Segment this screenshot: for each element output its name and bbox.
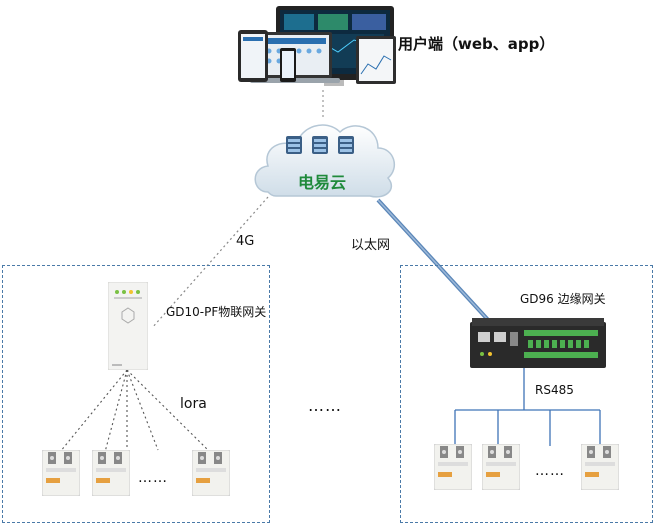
meter-icon	[481, 443, 521, 491]
right-device-ellipsis: ……	[535, 463, 565, 479]
user-end-label: 用户端（web、app）	[398, 35, 555, 53]
4g-link-label: 4G	[236, 234, 255, 249]
4g-link	[151, 196, 269, 329]
lora-label: lora	[180, 396, 207, 412]
middle-ellipsis: ……	[308, 396, 342, 415]
cloud	[248, 112, 400, 202]
meter-icon	[433, 443, 473, 491]
meter-icon	[191, 449, 231, 497]
gd96-gateway	[470, 318, 606, 370]
meter-left-3	[191, 449, 231, 500]
left-device-ellipsis: ……	[138, 470, 168, 486]
meter-icon	[41, 449, 81, 497]
meter-right-1	[433, 443, 473, 494]
server-icons	[286, 136, 354, 154]
meter-right-2	[481, 443, 521, 494]
lora-links	[59, 369, 211, 453]
cloud-label: 电易云	[298, 173, 347, 192]
cloud-icon	[254, 124, 396, 198]
left-zone	[2, 265, 270, 523]
edge-gateway-icon	[470, 318, 606, 368]
multi-device-icon	[238, 6, 396, 86]
meter-icon	[580, 443, 620, 491]
rs485-label: RS485	[535, 383, 574, 397]
gd10-gateway	[107, 281, 149, 371]
rs485-bus	[454, 368, 601, 446]
ethernet-link-highlight	[377, 199, 491, 323]
gd96-gateway-label: GD96 边缘网关	[520, 292, 606, 306]
meter-icon	[91, 449, 131, 497]
meter-left-2	[91, 449, 131, 500]
meter-right-3	[580, 443, 620, 494]
user-devices	[236, 4, 396, 90]
meter-left-1	[41, 449, 81, 500]
gd10-gateway-label: GD10-PF物联网关	[166, 305, 267, 319]
iot-gateway-icon	[107, 281, 149, 371]
right-zone	[400, 265, 653, 523]
ethernet-link-label: 以太网	[351, 238, 391, 253]
